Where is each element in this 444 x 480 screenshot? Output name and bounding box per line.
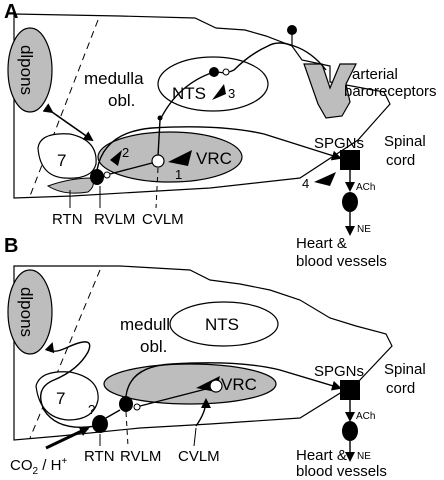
rvlm-to-spgns-a xyxy=(96,126,342,171)
cvlm-neuron-b xyxy=(209,379,223,393)
label-2-a: 2 xyxy=(122,145,129,160)
arrowhead-3-a xyxy=(212,84,226,100)
cvlm-label-a: CVLM xyxy=(142,211,184,228)
rtn-neuron-b xyxy=(92,415,108,433)
rvlm-neuron-b xyxy=(119,396,133,412)
ach-label-b: ACh xyxy=(356,411,375,422)
panel-a: A dlpons medulla obl. NTS 3 VRC 1 7 arte… xyxy=(4,1,437,270)
afferent-ganglion-a xyxy=(287,25,297,35)
nts-cvlm-terminal-a xyxy=(157,115,163,121)
vessels-label-a: blood vessels xyxy=(296,253,387,270)
rvlm-label-b: RVLM xyxy=(120,448,161,465)
rvlm-label-a: RVLM xyxy=(94,211,135,228)
cvlm-to-rvlm-b xyxy=(139,387,211,407)
facial-nucleus-a xyxy=(37,133,97,179)
seven-label-a: 7 xyxy=(57,151,66,170)
co2-subscript: 2 xyxy=(33,466,39,477)
heart-label-a: Heart & xyxy=(296,235,347,252)
spgn-neuron-a xyxy=(340,150,360,170)
dlpons-vrc-connection-a xyxy=(42,103,94,142)
panel-b-letter: B xyxy=(4,235,18,257)
vrc-region-a xyxy=(97,131,243,183)
panel-b: B dlpons medulla obl. NTS VRC 7 ? CO xyxy=(4,235,426,480)
vrc-label-a: VRC xyxy=(196,149,232,168)
ne-label-a: NE xyxy=(357,224,371,235)
nts-region-a xyxy=(157,56,269,112)
brainstem-outline-a xyxy=(13,13,391,199)
spgn-neuron-b xyxy=(340,380,360,400)
facial-nucleus-b xyxy=(35,371,99,421)
obl-label-a: obl. xyxy=(108,91,135,110)
cvlm-rvlm-terminal-b xyxy=(133,403,141,411)
cvlm-leader-a xyxy=(155,167,159,209)
medulla-label-b: medulla xyxy=(120,315,180,334)
dlpons-label-a: dlpons xyxy=(17,45,36,95)
dlpons-label-b: dlpons xyxy=(17,287,36,337)
cvlm-neuron-a xyxy=(151,154,165,168)
nts-region-b xyxy=(169,301,279,347)
rtn-label-b: RTN xyxy=(84,448,115,465)
arrowhead-1-a xyxy=(168,150,192,166)
co2-h-text: / H xyxy=(38,457,61,474)
vrc-label-b: VRC xyxy=(221,375,257,394)
label-1-a: 1 xyxy=(175,167,182,182)
vrc-region-b xyxy=(103,363,277,405)
cvlm-to-rvlm-a xyxy=(109,162,153,175)
ach-label-a: ACh xyxy=(356,182,375,193)
baroreceptors-label-a: baroreceptors xyxy=(344,83,437,100)
pons-medulla-border-b xyxy=(29,269,101,439)
dlpons-region-a xyxy=(7,27,53,113)
question-label-b: ? xyxy=(88,402,95,417)
dlpons-loop-b xyxy=(40,341,97,428)
arterial-label-a: arterial xyxy=(352,66,398,83)
postganglionic-neuron-a xyxy=(342,192,358,212)
obl-label-b: obl. xyxy=(140,337,167,356)
rvlm-to-spgns-b xyxy=(125,362,342,397)
spgns-label-b: SPGNs xyxy=(314,363,364,380)
panel-a-letter: A xyxy=(4,1,18,23)
rtn-label-a: RTN xyxy=(52,211,83,228)
ne-label-b: NE xyxy=(357,451,371,462)
co2-input-arrow-b xyxy=(45,426,90,450)
rvlm-leader-b xyxy=(125,411,129,447)
brainstem-outline-b xyxy=(13,265,393,441)
cvlm-arrow-b xyxy=(195,398,211,427)
heart-label-b: Heart & xyxy=(296,447,347,464)
cvlm-rvlm-terminal-a xyxy=(103,171,111,179)
label-3-a: 3 xyxy=(228,86,235,101)
cvlm-leader-b xyxy=(193,427,197,447)
dlpons-region-b xyxy=(7,269,53,355)
medulla-label-a: medulla xyxy=(84,69,144,88)
label-4-a: 4 xyxy=(302,176,309,191)
arrowhead-2-a xyxy=(110,150,122,166)
rtn-to-rvlm-b xyxy=(105,409,121,419)
co2-text: CO xyxy=(10,457,33,474)
arrowhead-4-a xyxy=(314,172,336,186)
vessels-label-b: blood vessels xyxy=(296,463,387,480)
postganglionic-neuron-b xyxy=(342,421,358,441)
co2-label-b: CO2 / H+ xyxy=(10,456,67,477)
rvlm-neuron-a xyxy=(90,169,104,185)
pons-medulla-border-a xyxy=(29,19,99,197)
nts-synapse-a xyxy=(222,68,230,76)
nts-label-a: NTS xyxy=(172,84,206,103)
spinal-label-b: Spinal xyxy=(384,361,426,378)
nts-label-b: NTS xyxy=(205,315,239,334)
cord-label-b: cord xyxy=(386,380,415,397)
rtn-region-a xyxy=(46,177,94,194)
arterial-baroreceptor-shape-a xyxy=(303,63,357,119)
co2-superscript: + xyxy=(61,456,67,467)
spgns-label-a: SPGNs xyxy=(314,135,364,152)
cvlm-label-b: CVLM xyxy=(178,448,220,465)
cord-label-a: cord xyxy=(386,152,415,169)
seven-label-b: 7 xyxy=(56,389,65,408)
spinal-label-a: Spinal xyxy=(384,133,426,150)
